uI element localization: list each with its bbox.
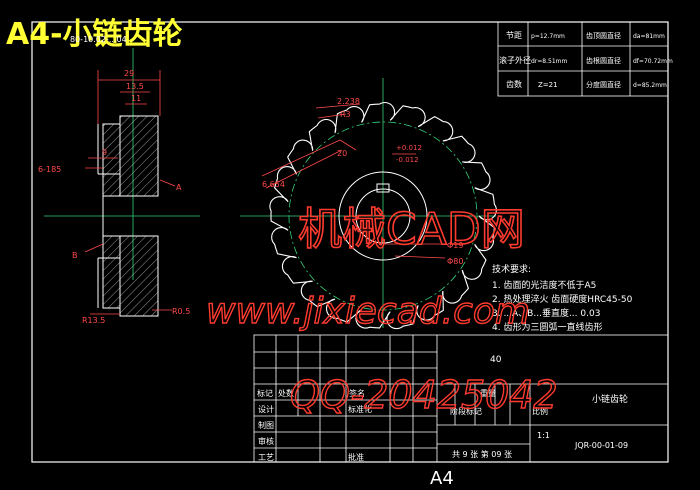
- svg-text:节距: 节距: [506, 31, 522, 40]
- dim-6-185: 6-185: [38, 165, 61, 174]
- dim-6-654: 6.654: [262, 180, 285, 189]
- svg-text:阶段标记: 阶段标记: [450, 406, 482, 416]
- svg-text:d=85.2mm: d=85.2mm: [633, 82, 667, 89]
- svg-text:da=81mm: da=81mm: [633, 33, 665, 40]
- tech-req-3: 3. ...A、B...垂直度... 0.03: [492, 307, 600, 319]
- front-view-dimensions: [261, 103, 446, 259]
- label-a: A: [176, 183, 182, 192]
- svg-text:p=12.7mm: p=12.7mm: [531, 33, 565, 40]
- front-view-centerlines: [240, 78, 496, 328]
- sheet-size-label: A4: [430, 468, 454, 489]
- dim-9: 9: [102, 148, 107, 157]
- svg-text:标准化: 标准化: [348, 404, 372, 414]
- title-block-text: 40 标记 处数 签名 设计 标准化 制图 审核 工艺 批准 重量 阶段标记 比…: [257, 355, 628, 462]
- watermark-qq: QQ-20425042: [290, 373, 558, 417]
- title-block: [253, 334, 669, 463]
- svg-text:重量: 重量: [480, 388, 496, 398]
- svg-text:滚子外径: 滚子外径: [499, 55, 531, 65]
- svg-text:工艺: 工艺: [258, 453, 274, 462]
- drawing-no: JQR-00-01-09: [574, 441, 628, 450]
- tech-requirements: 技术要求: 1. 齿面的光洁度不低于A5 2. 热处理淬火 齿面硬度HRC45-…: [492, 263, 633, 333]
- page-title: A4-小链齿轮: [6, 17, 183, 52]
- svg-text:共 9 张 第 09 张: 共 9 张 第 09 张: [452, 449, 512, 459]
- params-table-text: 节距 p=12.7mm 齿顶圆直径 da=81mm 滚子外径 dr=8.51mm…: [499, 31, 673, 89]
- dim-tol-pos: +0.012: [396, 144, 422, 152]
- front-view-dim-text: 2.238 R3 20 6.654 +0.012 -0.012 Φ19 Φ80: [262, 97, 463, 266]
- part-name: 小链齿轮: [592, 393, 628, 405]
- dim-11: 11: [131, 94, 141, 103]
- dim-phi-80: Φ80: [447, 257, 463, 266]
- dim-20: 20: [337, 149, 347, 158]
- dim-29: 29: [124, 69, 134, 78]
- svg-text:比例: 比例: [532, 406, 548, 416]
- tech-req-1: 1. 齿面的光洁度不低于A5: [492, 279, 596, 291]
- svg-text:齿顶圆直径: 齿顶圆直径: [586, 31, 621, 40]
- tech-req-2: 2. 热处理淬火 齿面硬度HRC45-50: [492, 293, 633, 305]
- side-view-dimensions: [84, 70, 176, 315]
- watermark-url: www.jixiecad.com: [206, 291, 530, 332]
- material: 40: [490, 355, 502, 365]
- svg-text:审核: 审核: [258, 436, 274, 446]
- svg-text:处数: 处数: [278, 388, 294, 398]
- svg-text:齿根圆直径: 齿根圆直径: [586, 56, 621, 65]
- dim-tol-neg: -0.012: [396, 156, 419, 164]
- side-view-section: [97, 115, 159, 317]
- svg-text:1:1: 1:1: [537, 431, 550, 440]
- svg-text:制图: 制图: [258, 420, 274, 430]
- svg-text:设计: 设计: [258, 404, 274, 414]
- svg-text:df=70.72mm: df=70.72mm: [633, 58, 673, 65]
- watermark-site: 机械CAD网: [298, 204, 525, 255]
- svg-text:标记: 标记: [257, 388, 273, 398]
- svg-text:齿数: 齿数: [506, 79, 522, 89]
- svg-text:分度圆直径: 分度圆直径: [586, 80, 621, 89]
- svg-text:Z=21: Z=21: [538, 81, 558, 89]
- sprocket-outline: [269, 101, 497, 330]
- overlay-code: 80-10.02-...04: [70, 35, 127, 44]
- dim-2-238: 2.238: [337, 97, 360, 106]
- dim-r0-5: R0.5: [172, 307, 190, 316]
- label-b: B: [72, 251, 78, 260]
- dim-phi-19: Φ19: [447, 241, 463, 250]
- svg-text:dr=8.51mm: dr=8.51mm: [531, 58, 568, 65]
- dim-r3: R3: [340, 110, 351, 119]
- params-table: [497, 21, 669, 97]
- tech-req-title: 技术要求:: [492, 263, 531, 275]
- svg-text:签名: 签名: [349, 388, 365, 398]
- dim-r13-5: R13.5: [82, 316, 105, 325]
- side-view-dim-text: 29 13.5 11 6-185 9 R13.5 R0.5 A B: [38, 69, 190, 325]
- front-view-hub: [338, 171, 428, 261]
- svg-text:批准: 批准: [348, 452, 364, 462]
- tech-req-4: 4. 齿形为三圆弧一直线齿形: [492, 321, 602, 333]
- dim-13-5: 13.5: [126, 82, 144, 91]
